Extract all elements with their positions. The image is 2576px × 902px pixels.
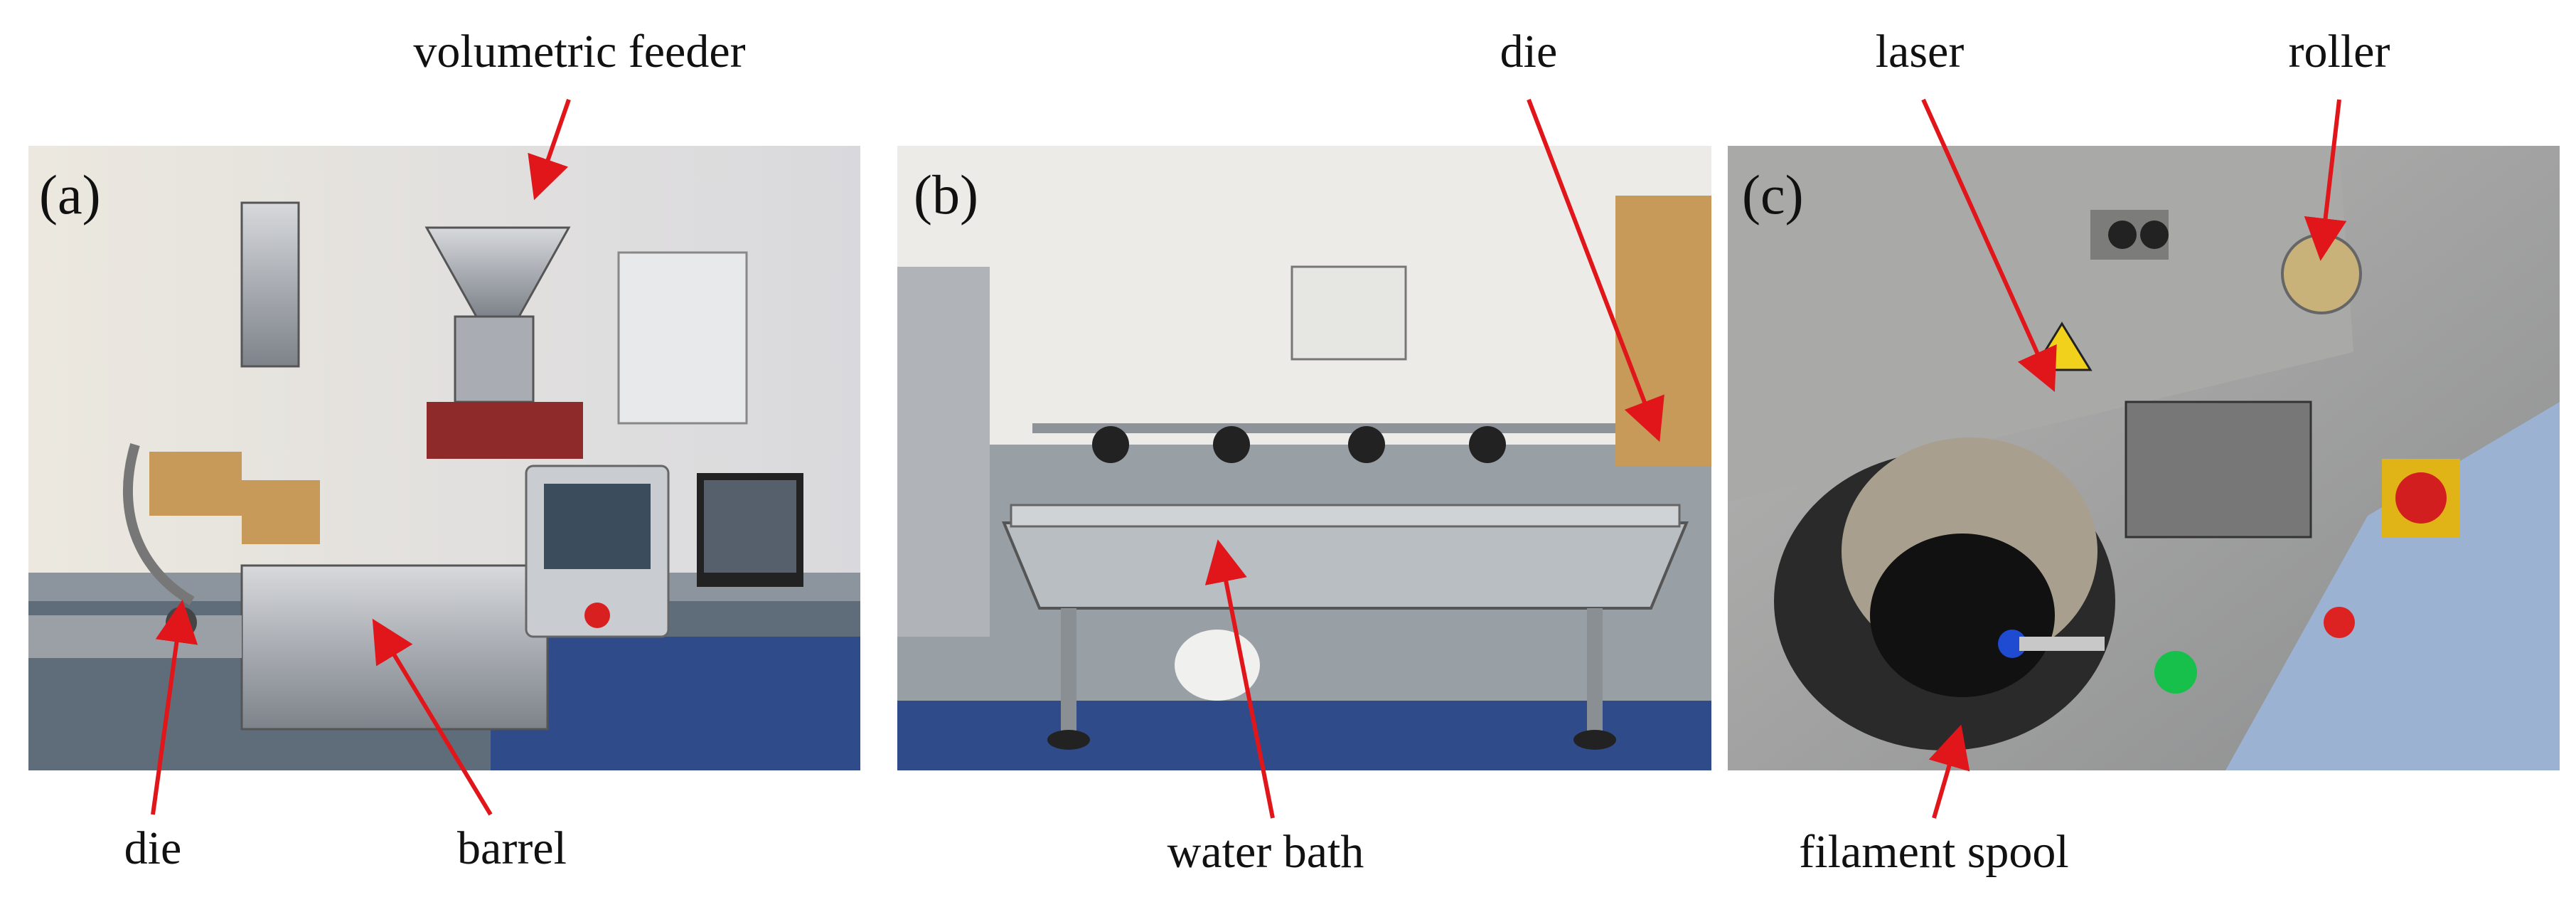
arrow-volumetric-feeder	[528, 99, 571, 201]
label-die-a: die	[124, 822, 182, 874]
label-filament-spool: filament spool	[1799, 826, 2069, 878]
label-volumetric-feeder: volumetric feeder	[413, 26, 746, 78]
panel-a-tag: (a)	[39, 164, 101, 226]
arrow-laser	[1921, 98, 2057, 392]
label-die-b: die	[1500, 26, 1558, 78]
label-barrel: barrel	[457, 822, 567, 874]
arrow-water-bath	[1204, 539, 1275, 819]
label-roller: roller	[2288, 26, 2390, 78]
label-laser: laser	[1875, 26, 1965, 78]
panel-c-photo	[1728, 146, 2560, 770]
arrow-filament-spool	[1928, 724, 1970, 819]
arrow-die-a	[151, 600, 198, 815]
arrow-roller	[2304, 99, 2347, 261]
panel-b-tag: (b)	[914, 164, 978, 226]
panel-b-photo	[897, 146, 1711, 770]
label-water-bath: water bath	[1167, 826, 1364, 878]
arrow-barrel	[372, 618, 493, 816]
arrow-die-b	[1527, 98, 1664, 442]
panel-c-tag: (c)	[1742, 164, 1804, 226]
